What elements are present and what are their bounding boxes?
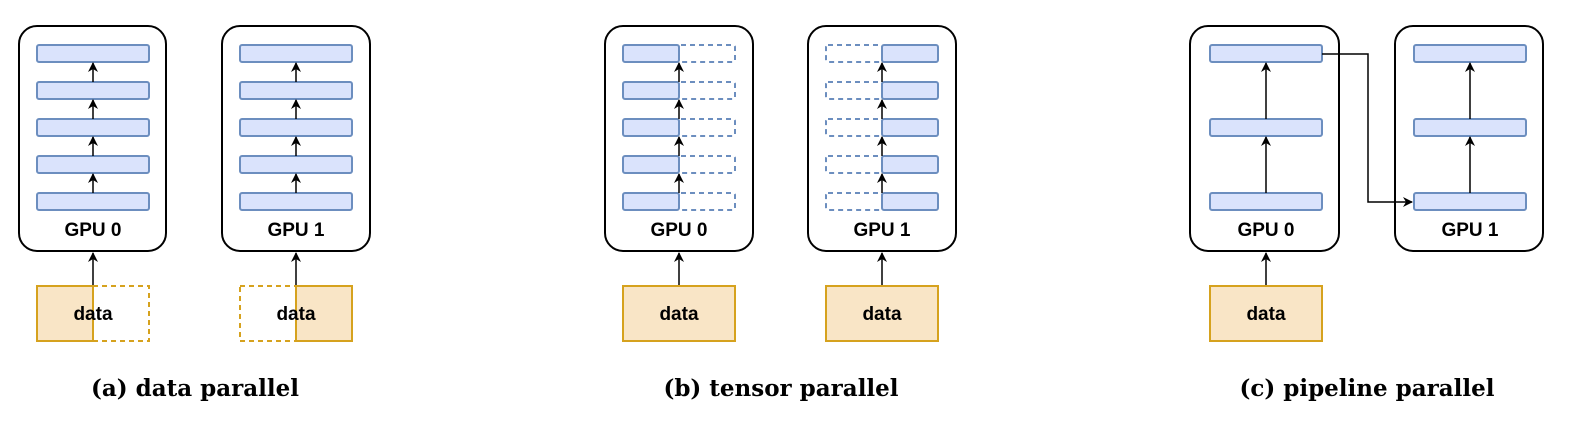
data-label: data	[73, 304, 113, 325]
gpu-label: GPU 1	[1441, 220, 1498, 241]
gpu-label: GPU 0	[650, 220, 707, 241]
layer-block	[239, 44, 353, 63]
gpu-node: GPU 0	[1189, 25, 1340, 252]
panel-pipeline-parallel: GPU 0 data GPU 1 (c) pipeline parallel	[1189, 25, 1544, 402]
layer-block-shard	[622, 81, 680, 100]
layer-block	[239, 81, 353, 100]
layer-block	[239, 155, 353, 174]
panel-caption: (c) pipeline parallel	[1240, 375, 1495, 402]
gpu-label: GPU 1	[853, 220, 910, 241]
data-block-shard	[295, 285, 353, 342]
layer-block	[36, 118, 150, 137]
data-label: data	[862, 304, 902, 325]
layer-block	[36, 81, 150, 100]
gpu-label: GPU 0	[1237, 220, 1294, 241]
data-block	[825, 285, 939, 342]
panel-tensor-parallel: GPU 0 data GPU 1 data (b) tensor pa	[604, 25, 957, 402]
data-label: data	[1246, 304, 1286, 325]
gpu-node: GPU 0	[604, 25, 754, 252]
layer-block-shard	[881, 44, 939, 63]
layer-block-shard	[881, 155, 939, 174]
gpu-node: GPU 1	[1394, 25, 1544, 252]
layer-block	[1209, 192, 1323, 211]
cross-gpu-arrow	[1322, 53, 1413, 207]
layer-block	[1413, 192, 1527, 211]
layer-block	[239, 192, 353, 211]
panel-caption: (b) tensor parallel	[663, 375, 898, 402]
layer-block-shard	[622, 44, 680, 63]
gpu-node: GPU 1	[221, 25, 371, 252]
gpu-node: GPU 0	[18, 25, 167, 252]
layer-block	[1209, 44, 1323, 63]
layer-block	[36, 155, 150, 174]
layer-block	[36, 192, 150, 211]
data-block-shard	[36, 285, 94, 342]
layer-block	[36, 44, 150, 63]
panel-caption: (a) data parallel	[91, 375, 299, 402]
gpu-label: GPU 1	[267, 220, 324, 241]
data-block-outline	[92, 285, 150, 342]
layer-block	[1413, 44, 1527, 63]
data-label: data	[659, 304, 699, 325]
layer-block-shard	[881, 192, 939, 211]
layer-block	[239, 118, 353, 137]
layer-block-shard	[881, 81, 939, 100]
layer-block-shard	[622, 155, 680, 174]
data-block	[622, 285, 736, 342]
layer-block-shard	[622, 192, 680, 211]
layer-block-shard	[881, 118, 939, 137]
layer-block	[1209, 118, 1323, 137]
gpu-label: GPU 0	[64, 220, 121, 241]
data-block	[1209, 285, 1323, 342]
data-label: data	[276, 304, 316, 325]
layer-block-shard	[622, 118, 680, 137]
gpu-node: GPU 1	[807, 25, 957, 252]
panel-data-parallel: GPU 0 data GPU 1 data (a) data parallel	[18, 25, 371, 402]
layer-block	[1413, 118, 1527, 137]
